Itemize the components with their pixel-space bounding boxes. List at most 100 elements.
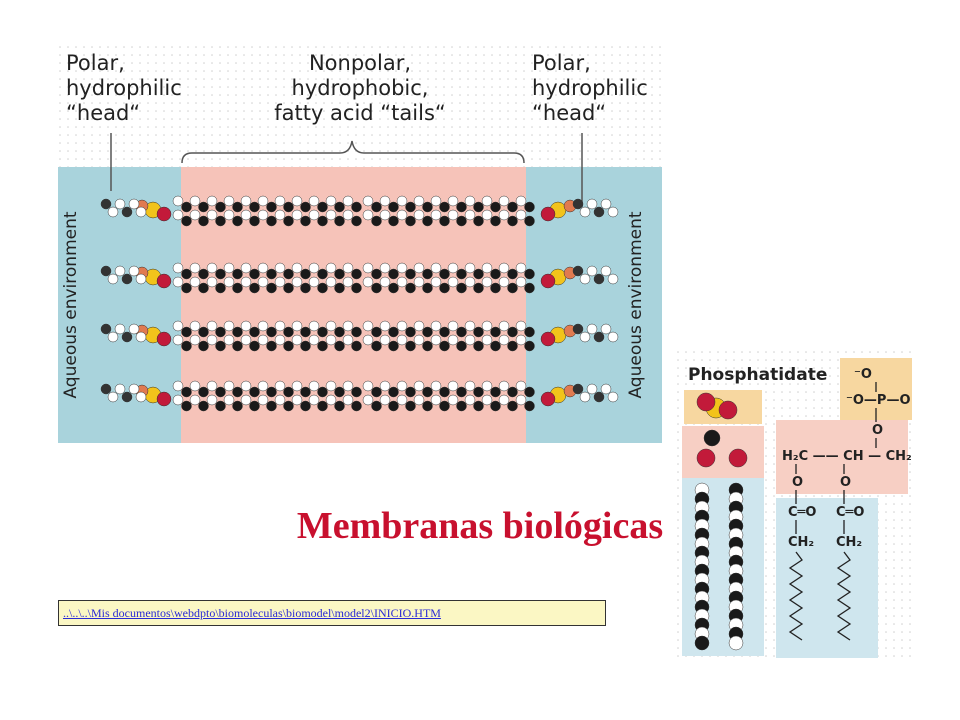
tail-atom [447, 195, 459, 207]
oxygen-atom [540, 206, 556, 222]
tail-atom [481, 394, 493, 406]
tail-atom [498, 320, 510, 332]
tail-atom [379, 195, 391, 207]
tail-atom [439, 400, 450, 412]
tail-atom [300, 340, 311, 352]
tail-atom [464, 195, 476, 207]
tail-atom [430, 276, 442, 288]
tail-atom [274, 334, 286, 346]
tail-atom [283, 326, 294, 338]
head-atom [593, 331, 605, 343]
tail-atom [232, 386, 243, 398]
tail-atom [232, 282, 243, 294]
left-head-line-2: hydrophilic [66, 76, 182, 100]
tail-atom [413, 320, 425, 332]
tail-atom [240, 320, 252, 332]
tail-atom [388, 215, 399, 227]
tail-atom [206, 276, 218, 288]
phosphatidate-spacefill-model [694, 392, 748, 651]
tail-atom [728, 635, 744, 651]
tail-atom [379, 380, 391, 392]
tail-atom [396, 276, 408, 288]
tail-atom [507, 400, 518, 412]
tail-atom [283, 201, 294, 213]
tail-atom [405, 201, 416, 213]
tail-atom [490, 400, 501, 412]
tail-atom [334, 201, 345, 213]
head-atom [607, 391, 619, 403]
tail-atom [388, 268, 399, 280]
tail-atom [325, 320, 337, 332]
lipid-molecules [100, 195, 619, 412]
tail-atom [223, 195, 235, 207]
tail-atom [405, 400, 416, 412]
tail-atom [430, 195, 442, 207]
tail-atom [396, 209, 408, 221]
phosphatidate-figure: ⁻O ⁻O—P—O O H₂C —— CH — CH₂ O O C═O C═O … [676, 350, 916, 658]
tail-atom [342, 262, 354, 274]
tail-atom [223, 334, 235, 346]
tail-atom [198, 282, 209, 294]
right-head-line-1: Polar, [532, 51, 591, 75]
tail-atom [283, 386, 294, 398]
tail-atom [405, 282, 416, 294]
head-atom [107, 273, 119, 285]
head-atom [100, 198, 112, 210]
tail-atom [172, 209, 184, 221]
head-atom [579, 391, 591, 403]
tail-atom [240, 209, 252, 221]
tail-atom [507, 340, 518, 352]
tail-atom [308, 276, 320, 288]
link-box: ..\..\..\Mis documentos\webdpto\biomolec… [58, 600, 606, 626]
tail-atom [351, 268, 362, 280]
tail-atom [464, 380, 476, 392]
phosphatidate-illustration: ⁻O ⁻O—P—O O H₂C —— CH — CH₂ O O C═O C═O … [676, 350, 916, 658]
tail-atom [413, 276, 425, 288]
tail-atom [215, 386, 226, 398]
tail-atom [456, 215, 467, 227]
tail-atom [257, 195, 269, 207]
tail-atom [189, 276, 201, 288]
inicio-link[interactable]: ..\..\..\Mis documentos\webdpto\biomolec… [63, 606, 441, 620]
tail-atom [240, 195, 252, 207]
tail-atom [189, 320, 201, 332]
tail-atom [223, 262, 235, 274]
oxygen-atom [696, 392, 716, 412]
tail-atom [422, 326, 433, 338]
tail-atom [413, 209, 425, 221]
tail-atom [266, 215, 277, 227]
tail-atom [430, 334, 442, 346]
tail-atom [405, 326, 416, 338]
tail-atom [257, 334, 269, 346]
tail-atom [172, 394, 184, 406]
tail-atom [507, 215, 518, 227]
tail-atom [249, 282, 260, 294]
tail-line-2: hydrophobic, [291, 76, 429, 100]
tail-atom [351, 386, 362, 398]
head-atom [586, 323, 598, 335]
tail-atom [456, 386, 467, 398]
tail-atom [206, 380, 218, 392]
tail-atom [325, 276, 337, 288]
tail-atom [351, 282, 362, 294]
tail-atom [371, 386, 382, 398]
tail-atom [524, 400, 535, 412]
tail-atom [291, 209, 303, 221]
tail-atom [215, 400, 226, 412]
tail-atom [334, 400, 345, 412]
tail-atom [464, 334, 476, 346]
tail-atom [334, 326, 345, 338]
head-atom [128, 383, 140, 395]
tail-atom [447, 320, 459, 332]
head-atom [600, 383, 612, 395]
tail-atom [249, 268, 260, 280]
tail-atom [447, 334, 459, 346]
head-atom [586, 383, 598, 395]
tail-atom [362, 195, 374, 207]
tail-atom [524, 215, 535, 227]
tail-atom [189, 334, 201, 346]
tail-atom [189, 209, 201, 221]
oxygen-atom [156, 331, 172, 347]
head-atom [572, 198, 584, 210]
tail-atom [388, 282, 399, 294]
